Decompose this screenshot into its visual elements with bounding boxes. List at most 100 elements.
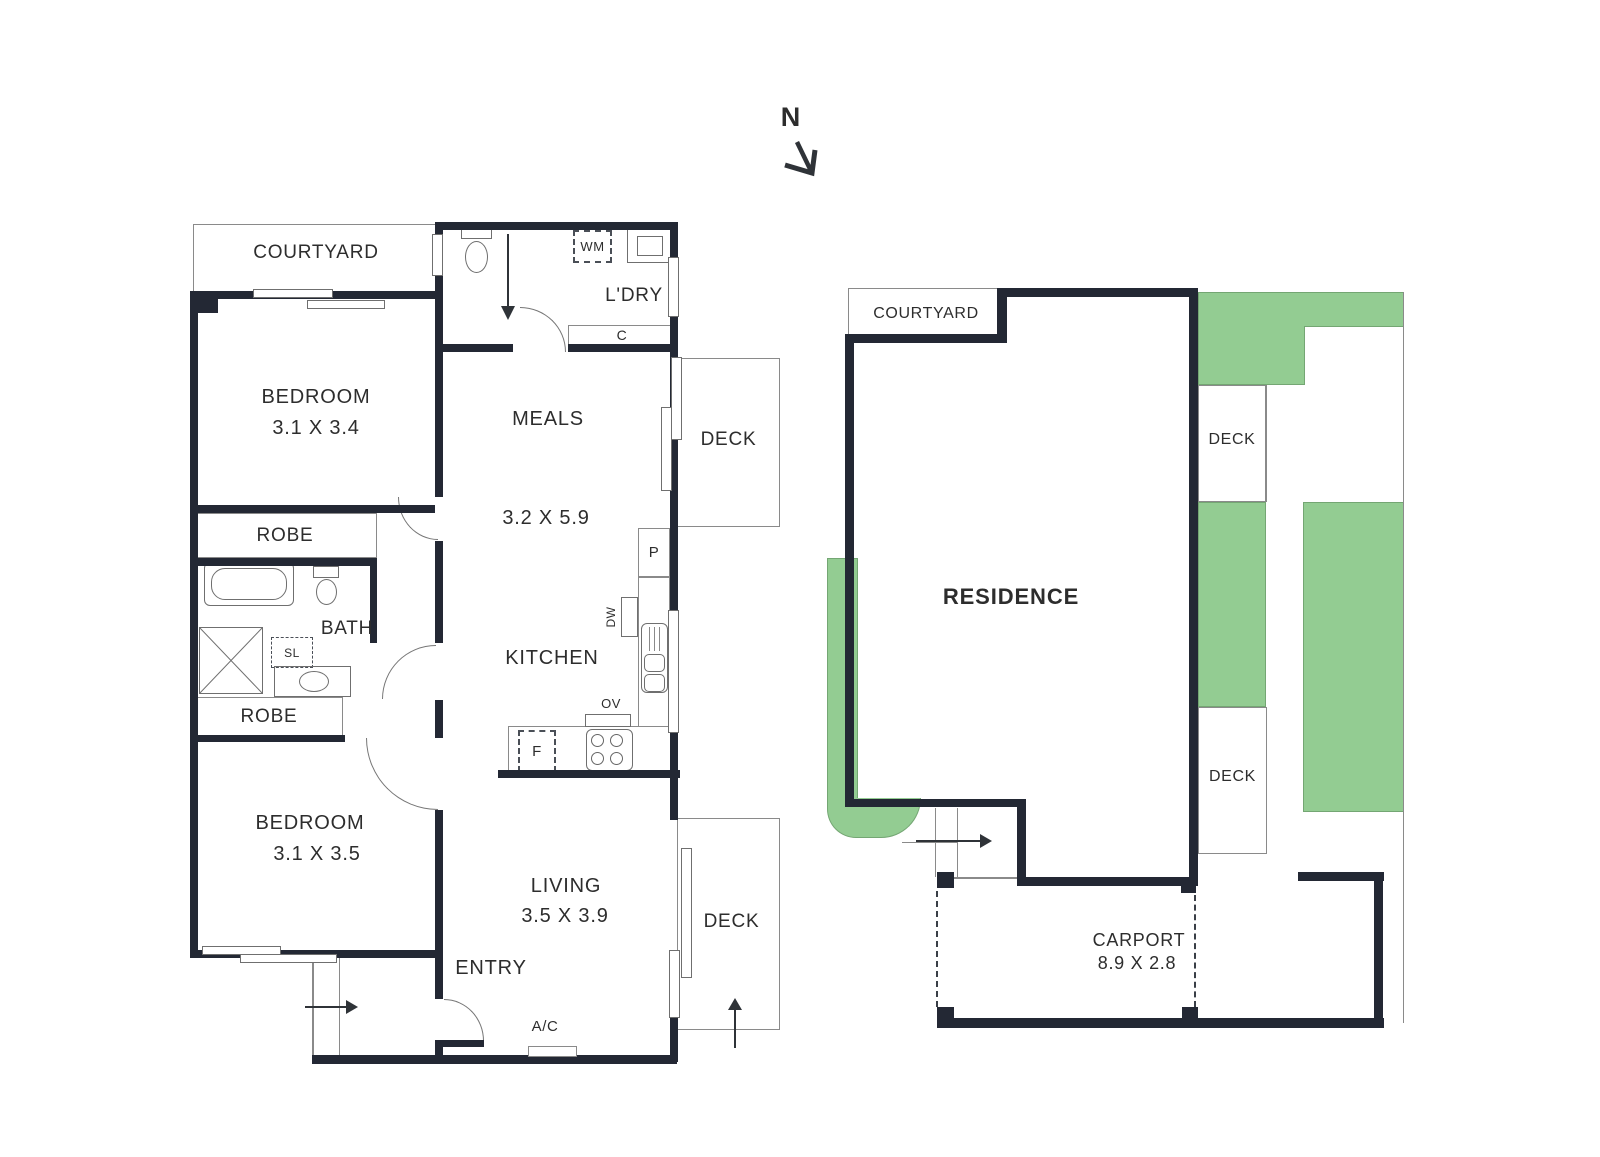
wall-segment	[370, 558, 377, 643]
burner	[610, 734, 623, 747]
toilet-bowl-wc	[465, 241, 488, 273]
north-arrow-icon	[784, 141, 818, 177]
window-pane	[661, 407, 672, 491]
sink-drainer	[645, 627, 664, 651]
room-label-kitchen: KITCHEN	[505, 646, 599, 669]
pantry-cabinet	[638, 528, 670, 577]
wall-segment	[435, 700, 443, 738]
wall-segment	[1298, 872, 1384, 881]
wall-segment	[190, 291, 198, 958]
room-dims-living: 3.5 X 3.9	[521, 904, 609, 927]
shower	[199, 627, 263, 694]
robe2-label: ROBE	[240, 706, 298, 727]
dishwasher	[621, 597, 638, 637]
deck-top-area	[677, 358, 780, 527]
fridge-label: F	[532, 742, 542, 760]
room-label-deck-top: DECK	[700, 429, 757, 450]
window-pane	[668, 610, 679, 733]
vanity-basin	[299, 671, 329, 692]
robe1-label: ROBE	[256, 524, 314, 546]
room-label-living: LIVING	[530, 874, 602, 897]
sink-bowl-2	[644, 674, 665, 692]
porch-arrow-head	[346, 1000, 358, 1014]
wall-segment	[190, 505, 435, 513]
room-label-bedroom1: BEDROOM	[261, 385, 371, 408]
room-dims-bedroom1: 3.1 X 3.4	[272, 416, 360, 439]
window-pane	[668, 257, 679, 317]
door-arc	[382, 645, 436, 699]
robe2-cabinet	[195, 697, 343, 737]
wall-segment	[190, 735, 345, 742]
oven	[585, 714, 631, 727]
oven-label-hidden: OV	[601, 695, 621, 711]
window-pane	[681, 848, 692, 978]
room-dims-meals: 3.2 X 5.9	[502, 506, 590, 529]
door-arc	[366, 738, 438, 810]
site-deck-upper	[1198, 385, 1266, 502]
window-pane	[240, 954, 337, 963]
wall-segment	[435, 222, 678, 230]
entry-arrow-shaft	[507, 234, 509, 308]
burner	[610, 752, 623, 765]
window-pane	[253, 289, 333, 298]
room-label-ldry: L'DRY	[605, 285, 663, 306]
site-boundary-line	[1403, 292, 1404, 1023]
wall-segment	[568, 344, 678, 352]
wall-segment	[435, 344, 513, 352]
site-deck-lower	[1198, 707, 1267, 854]
sink	[641, 623, 668, 693]
site-entry-arrow-head	[980, 834, 992, 848]
stair-line	[902, 842, 958, 843]
wall-segment	[845, 799, 1026, 807]
pantry-label: P	[648, 544, 660, 561]
robe1-cabinet	[193, 513, 377, 558]
wall-segment	[670, 1016, 678, 1062]
skylight-space	[271, 637, 313, 668]
garden-bed	[1303, 502, 1404, 812]
shower-x-icon	[199, 627, 263, 694]
wall-segment	[312, 1055, 677, 1064]
carport-post	[937, 872, 954, 888]
skylight-label: SL	[284, 645, 300, 660]
deck-bottom-area	[677, 818, 780, 1030]
burner	[591, 752, 604, 765]
room-label-bath: BATH	[320, 618, 374, 639]
toilet-tank-bath	[313, 566, 339, 578]
laundry-trough-bowl	[637, 236, 663, 256]
deck-arrow-head	[728, 998, 742, 1010]
wall-segment	[845, 334, 1007, 343]
window-pane	[432, 234, 443, 276]
site-carport-label: CARPORT	[1092, 929, 1186, 950]
wall-segment	[435, 541, 443, 643]
wall-segment	[1017, 877, 1198, 886]
room-label-bedroom2: BEDROOM	[255, 811, 365, 834]
wall-segment	[190, 558, 377, 566]
path-divider-line	[1266, 385, 1267, 502]
site-deck-upper-label: DECK	[1208, 431, 1256, 448]
sink-bowl-1	[644, 654, 665, 672]
dishwasher-label: DW	[604, 606, 618, 628]
site-courtyard-label: COURTYARD	[873, 305, 979, 322]
deck-arrow-shaft	[734, 1010, 736, 1048]
north-label: N	[780, 101, 802, 132]
fridge-space	[518, 730, 556, 772]
garden-bed	[1198, 326, 1305, 385]
wall-segment	[435, 810, 443, 999]
door-arc	[520, 307, 566, 352]
room-label-deck-bottom: DECK	[703, 911, 760, 932]
window-pane	[307, 300, 385, 309]
carport-post	[1181, 879, 1196, 893]
window-pane	[669, 950, 680, 1018]
wall-segment	[1374, 872, 1383, 1028]
garden-bed	[1198, 292, 1404, 327]
wall-segment	[845, 334, 854, 807]
room-label-entry: ENTRY	[455, 956, 527, 979]
site-carport-dims: 8.9 X 2.8	[1097, 952, 1177, 973]
cupboard-label: C	[616, 327, 628, 343]
wall-segment	[670, 222, 678, 733]
wall-segment	[670, 733, 678, 820]
room-label-courtyard: COURTYARD	[253, 242, 379, 263]
wall-segment	[435, 1040, 443, 1062]
site-deck-lower-label: DECK	[1208, 768, 1256, 785]
